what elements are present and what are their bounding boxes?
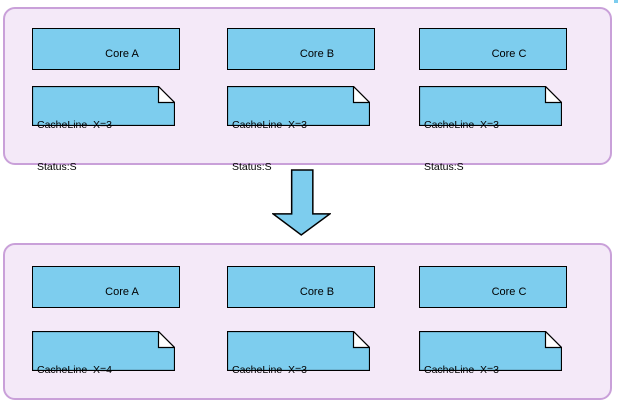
cache-note[interactable]: CacheLine X=3 Status:S (419, 86, 562, 173)
down-block-arrow-icon[interactable] (272, 169, 331, 236)
core-box[interactable]: Core B (227, 266, 375, 308)
core-label: Core C (491, 286, 527, 298)
folded-corner-icon (352, 86, 370, 104)
state-panel-before: Core A CacheLine X=3 Status:S Core B Cac… (3, 7, 612, 173)
folded-corner-icon (544, 86, 562, 104)
note-line-2: Status:S (424, 161, 464, 173)
core-label: Core B (299, 48, 335, 60)
cache-note[interactable]: CacheLine X=3 Status:S (227, 86, 370, 173)
note-shape-icon (227, 86, 370, 126)
note-line-2: Status:S (232, 161, 272, 173)
note-line-1: CacheLine X=3 (232, 364, 308, 376)
note-line-1: CacheLine X=3 (424, 364, 500, 376)
core-label: Core B (299, 286, 335, 298)
folded-corner-icon (157, 331, 175, 349)
core-box[interactable]: Core A (32, 266, 180, 308)
note-shape-icon (32, 86, 175, 126)
core-box[interactable]: Core B (227, 28, 375, 70)
core-label: Core A (105, 48, 139, 60)
screen-edge-artifact (614, 0, 618, 3)
cache-note[interactable]: CacheLine X=3 Status:I (227, 331, 370, 407)
cache-note[interactable]: CacheLine X=3 Status:S (32, 86, 175, 173)
folded-corner-icon (544, 331, 562, 349)
note-shape-icon (227, 331, 370, 371)
folded-corner-icon (157, 86, 175, 104)
state-panel-after: Core A CacheLine X=4 Status:M Core B Cac… (3, 243, 612, 407)
note-shape-icon (419, 331, 562, 371)
core-box[interactable]: Core C (419, 28, 567, 70)
cache-note[interactable]: CacheLine X=3 Status:I (419, 331, 562, 407)
folded-corner-icon (352, 331, 370, 349)
note-shape-icon (32, 331, 175, 371)
note-line-1: CacheLine X=3 (232, 119, 308, 131)
note-shape-icon (419, 86, 562, 126)
note-line-2: Status:S (37, 161, 77, 173)
core-box[interactable]: Core C (419, 266, 567, 308)
core-box[interactable]: Core A (32, 28, 180, 70)
core-label: Core C (491, 48, 527, 60)
cache-note[interactable]: CacheLine X=4 Status:M (32, 331, 175, 407)
note-line-1: CacheLine X=3 (424, 119, 500, 131)
core-label: Core A (105, 286, 139, 298)
note-line-1: CacheLine X=3 (37, 119, 113, 131)
note-line-1: CacheLine X=4 (37, 364, 113, 376)
